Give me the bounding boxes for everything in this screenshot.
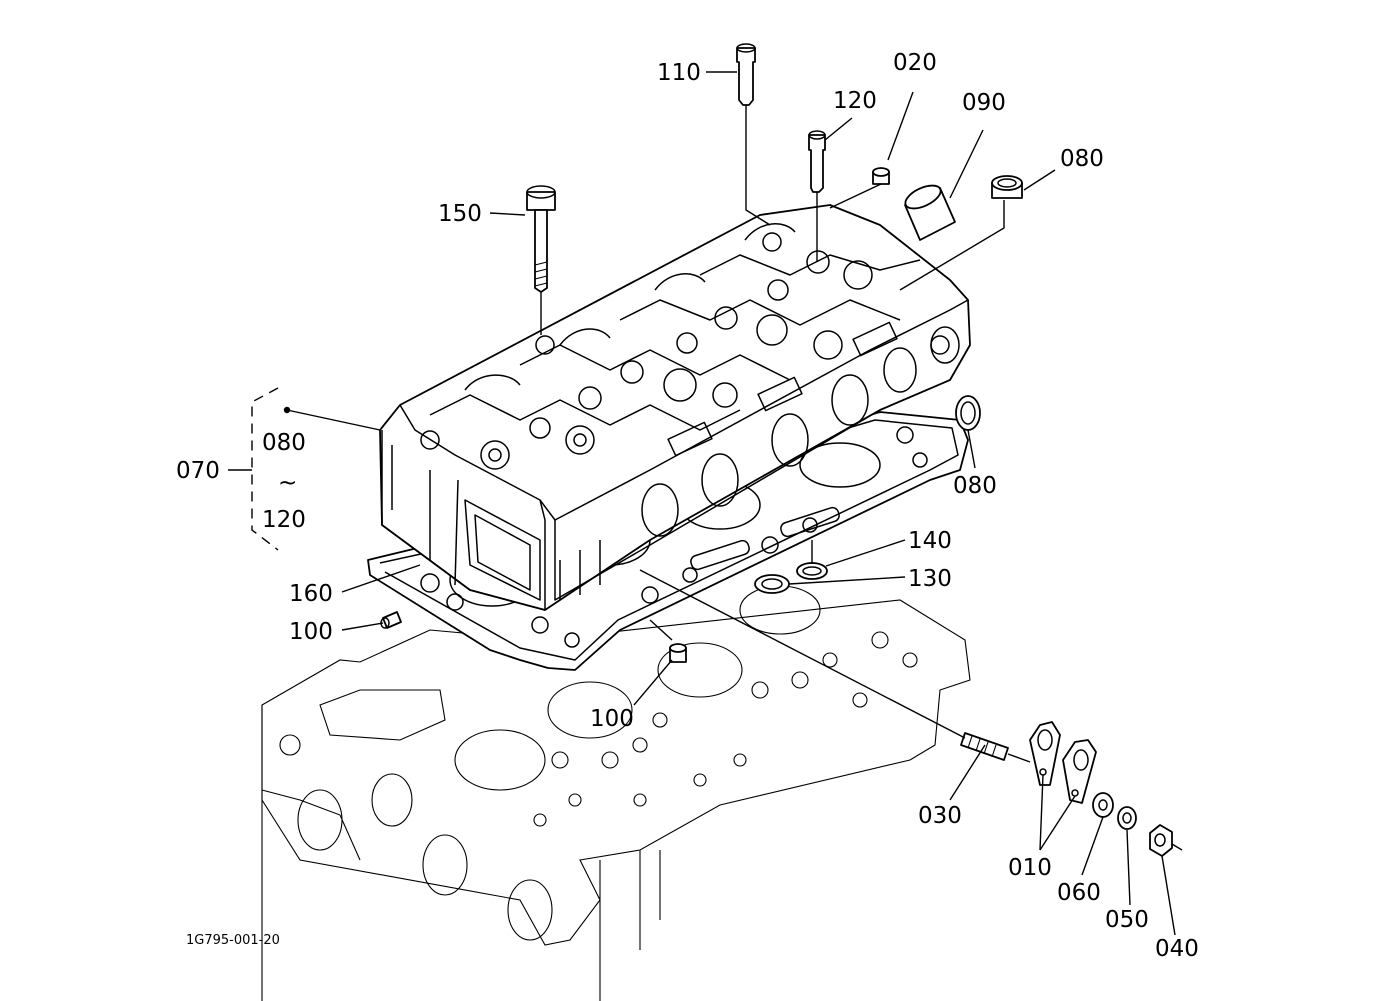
label-080-range-start: 080 (262, 430, 306, 456)
nut-040-illustration (1149, 824, 1183, 857)
stud-030-illustration (639, 569, 1031, 763)
label-130: 130 (908, 566, 952, 592)
figure-code: 1G795-001-20 (186, 933, 280, 948)
label-160: 160 (289, 581, 333, 607)
ring-140-illustration (796, 540, 828, 580)
engine-block-illustration (261, 585, 971, 1001)
label-110: 110 (657, 60, 701, 86)
valve-guide-110-illustration (736, 43, 771, 226)
washer-060-illustration (1092, 792, 1114, 818)
label-050: 050 (1105, 907, 1149, 933)
dowel-pin-100-left-illustration (380, 611, 402, 629)
label-060: 060 (1057, 880, 1101, 906)
label-020: 020 (893, 50, 937, 76)
label-range-symbol: ~ (278, 470, 297, 496)
label-120-range-end: 120 (262, 507, 306, 533)
dowel-pin-100-mid-illustration (649, 619, 687, 663)
label-100-left: 100 (289, 619, 333, 645)
ring-130-illustration (754, 574, 790, 594)
seal-080-side-illustration (955, 395, 981, 431)
label-040: 040 (1155, 936, 1199, 962)
label-010: 010 (1008, 855, 1052, 881)
label-030: 030 (918, 803, 962, 829)
plug-020-illustration (829, 167, 890, 209)
group-bracket (251, 387, 279, 551)
label-090: 090 (962, 90, 1006, 116)
label-070: 070 (176, 458, 220, 484)
label-140: 140 (908, 528, 952, 554)
label-080-top: 080 (1060, 146, 1104, 172)
seal-080-top-illustration (899, 175, 1023, 291)
label-150: 150 (438, 201, 482, 227)
cylinder-head-070-illustration (379, 204, 971, 611)
label-100-mid: 100 (590, 706, 634, 732)
leader-lines (228, 71, 1176, 936)
part-labels: 110 120 020 090 080 150 070 080 ~ 120 08… (176, 50, 1199, 962)
head-bolt-150-illustration (526, 185, 556, 335)
cap-090-illustration (904, 184, 956, 241)
label-080-side: 080 (953, 473, 997, 499)
leader-dot (283, 406, 291, 414)
valve-guide-120-illustration (808, 130, 826, 262)
spring-washer-050-illustration (1117, 806, 1137, 830)
hanger-010-illustration (1029, 721, 1097, 804)
label-120-top: 120 (833, 88, 877, 114)
